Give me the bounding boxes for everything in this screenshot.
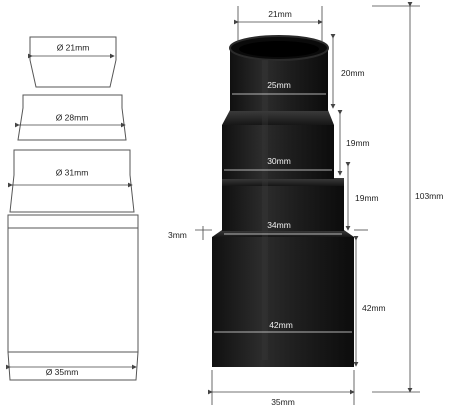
adapter-outer-labels: 21mm 35mm 20mm 19mm 19mm 42mm 103mm 3mm — [168, 9, 443, 407]
d1-label: Ø 21mm — [57, 43, 90, 53]
d4-label: Ø 35mm — [46, 367, 79, 377]
tier3-height-label: 19mm — [355, 193, 379, 203]
tier4-inner-label: 42mm — [269, 320, 293, 330]
adapter-step-3 — [222, 178, 344, 186]
adapter-step-2 — [222, 110, 334, 125]
adapter-opening-inner — [239, 41, 319, 57]
tier2-height-label: 19mm — [346, 138, 370, 148]
tier2-inner-label: 30mm — [267, 156, 291, 166]
bottom-width-label: 35mm — [271, 397, 295, 407]
outline-labels: Ø 21mm Ø 28mm Ø 31mm Ø 35mm — [46, 42, 94, 377]
adapter-tier-3 — [222, 186, 344, 231]
tier1-inner-label: 25mm — [267, 80, 291, 90]
adapter-step-4 — [212, 230, 354, 237]
outline-drawing — [7, 36, 139, 381]
adapter-inner-dimensions — [214, 93, 352, 333]
adapter-outer-dimensions — [195, 2, 420, 405]
d2-label-bg — [50, 112, 94, 123]
outline-tier-2 — [17, 94, 127, 141]
d1-label-bg — [52, 42, 94, 53]
adapter-inner-labels: 25mm 30mm 34mm 42mm — [267, 80, 293, 330]
outline-tier-1 — [29, 36, 117, 88]
d2-label: Ø 28mm — [56, 113, 89, 123]
tier3-inner-label: 34mm — [267, 220, 291, 230]
d3-label: Ø 31mm — [56, 168, 89, 178]
step-label: 3mm — [168, 230, 187, 240]
top-width-label: 21mm — [268, 9, 292, 19]
d3-label-bg — [50, 167, 94, 178]
outline-tier-4 — [7, 214, 139, 353]
tier1-height-label: 20mm — [341, 68, 365, 78]
total-height-label: 103mm — [415, 191, 443, 201]
adapter-tier-2 — [222, 125, 334, 179]
outline-dimension-lines — [6, 53, 137, 370]
adapter-tier-4 — [212, 237, 354, 367]
adapter-render — [212, 35, 354, 367]
tier4-height-label: 42mm — [362, 303, 386, 313]
outline-tier-3 — [9, 149, 135, 213]
adapter-highlight — [262, 60, 268, 360]
